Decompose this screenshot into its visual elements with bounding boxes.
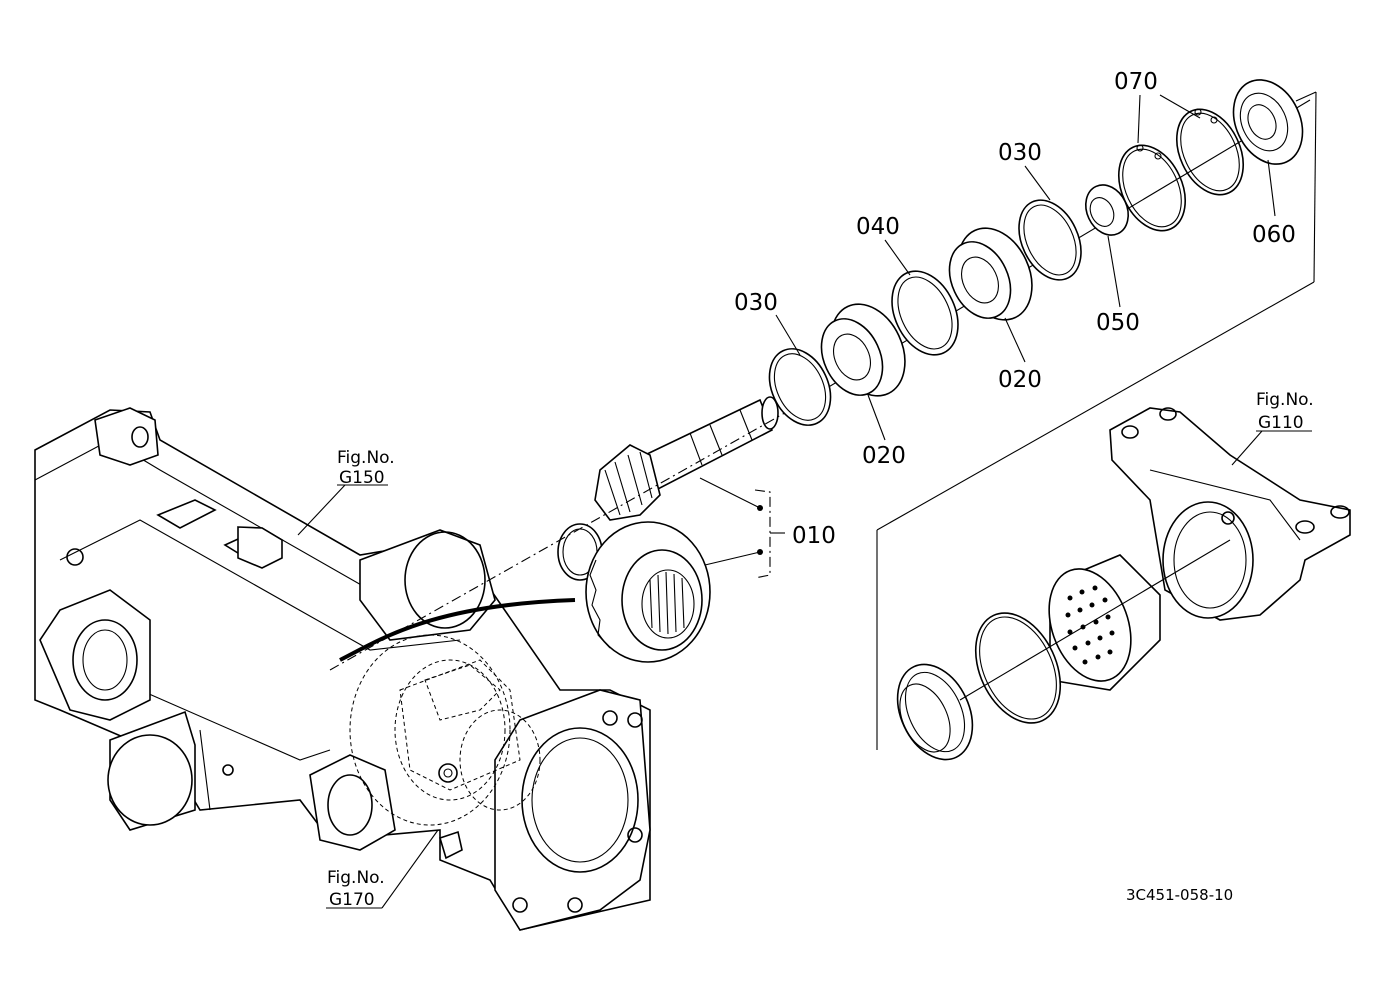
callout-020-lower: 020 <box>862 443 906 469</box>
callout-020-upper: 020 <box>998 367 1042 393</box>
callout-070: 070 <box>1114 69 1158 95</box>
callout-060: 060 <box>1252 222 1296 248</box>
axle-housing <box>34 407 651 931</box>
axis-left <box>329 409 791 671</box>
callout-040: 040 <box>856 214 900 240</box>
callout-030-upper: 030 <box>998 140 1042 166</box>
callout-050: 050 <box>1096 310 1140 336</box>
fig-ref-g150-number: G150 <box>339 468 385 488</box>
fig-ref-g170-prefix: Fig.No. <box>327 868 385 888</box>
knuckle-assembly <box>1109 407 1351 621</box>
fig-ref-g150-prefix: Fig.No. <box>337 448 395 468</box>
fig-ref-g170-number: G170 <box>329 890 375 910</box>
axis-lower <box>959 539 1231 701</box>
figure-ref-leaders <box>297 430 1312 909</box>
bushing <box>1048 554 1161 691</box>
drawing-code: 3C451-058-10 <box>1126 886 1233 904</box>
fig-ref-g110-number: G110 <box>1258 413 1304 433</box>
callout-leaders <box>775 94 1276 441</box>
fig-ref-g110-prefix: Fig.No. <box>1256 390 1314 410</box>
callout-030-lower: 030 <box>734 290 778 316</box>
callout-010: 010 <box>792 523 836 549</box>
bevel-gear-set <box>339 396 785 663</box>
bearing-stack <box>768 79 1304 426</box>
lower-rings <box>896 612 1062 761</box>
